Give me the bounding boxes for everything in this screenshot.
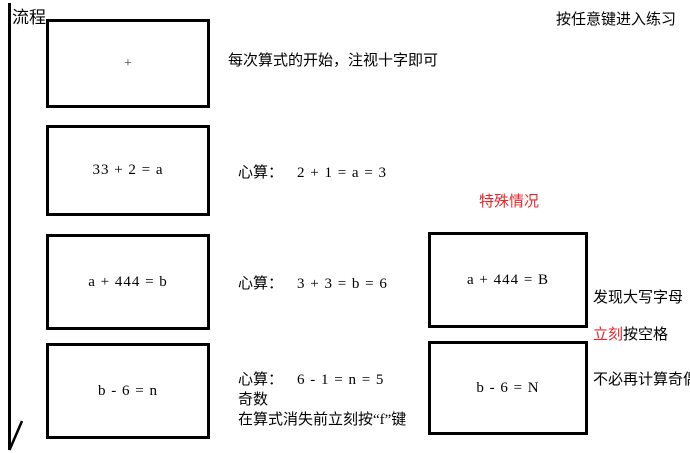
note-equation-1: 心算： 2 + 1 = a = 3	[238, 161, 387, 182]
stimulus-box-equation-2: a + 444 = b	[46, 234, 210, 330]
stimulus-box-fixation: +	[46, 19, 210, 108]
note-1-math: 2 + 1 = a = 3	[297, 165, 388, 181]
note-2-prefix: 心算：	[238, 276, 284, 292]
start-hint-text: 按任意键进入练习	[556, 12, 677, 28]
note-2-math: 3 + 3 = b = 6	[297, 276, 388, 292]
note-equation-3: 心算： 6 - 1 = n = 5 奇数 在算式消失前立刻按“f”键	[238, 370, 468, 430]
stimulus-box-equation-1: 33 + 2 = a	[46, 125, 210, 216]
special-cases-heading: 特殊情况	[479, 194, 540, 210]
flow-label: 流程	[12, 8, 46, 27]
note-3-line2: 奇数	[238, 392, 269, 408]
note-fixation: 每次算式的开始，注视十字即可	[228, 53, 439, 69]
note-press-space: 立刻按空格	[593, 323, 668, 344]
note-3-prefix: 心算：	[238, 372, 284, 388]
note-3-line1: 心算： 6 - 1 = n = 5	[238, 370, 468, 390]
stimulus-box-uppercase-case: a + 444 = B	[428, 232, 588, 328]
note-1-prefix: 心算：	[238, 165, 284, 181]
stimulus-box-equation-3: b - 6 = n	[46, 343, 210, 439]
uppercase-case-text: a + 444 = B	[466, 271, 550, 288]
uppercase-case-2-text: b - 6 = N	[476, 379, 540, 396]
flow-timeline-arrow	[8, 3, 24, 451]
stimulus-box-uppercase-case-2: b - 6 = N	[428, 341, 588, 435]
note-3-math: 6 - 1 = n = 5	[297, 372, 385, 388]
note-3-line3: 在算式消失前立刻按“f”键	[238, 412, 407, 428]
note-uppercase-found: 发现大写字母	[593, 290, 684, 306]
note-no-parity: 不必再计算奇偶	[593, 372, 690, 388]
note-press-space-rest: 按空格	[623, 327, 669, 343]
equation-1-text: 33 + 2 = a	[92, 162, 164, 178]
note-press-space-immediately: 立刻	[593, 327, 624, 343]
note-equation-2: 心算： 3 + 3 = b = 6	[238, 272, 388, 293]
equation-2-text: a + 444 = b	[88, 273, 168, 290]
equation-3-text: b - 6 = n	[98, 382, 158, 399]
fixation-cross: +	[124, 55, 132, 71]
